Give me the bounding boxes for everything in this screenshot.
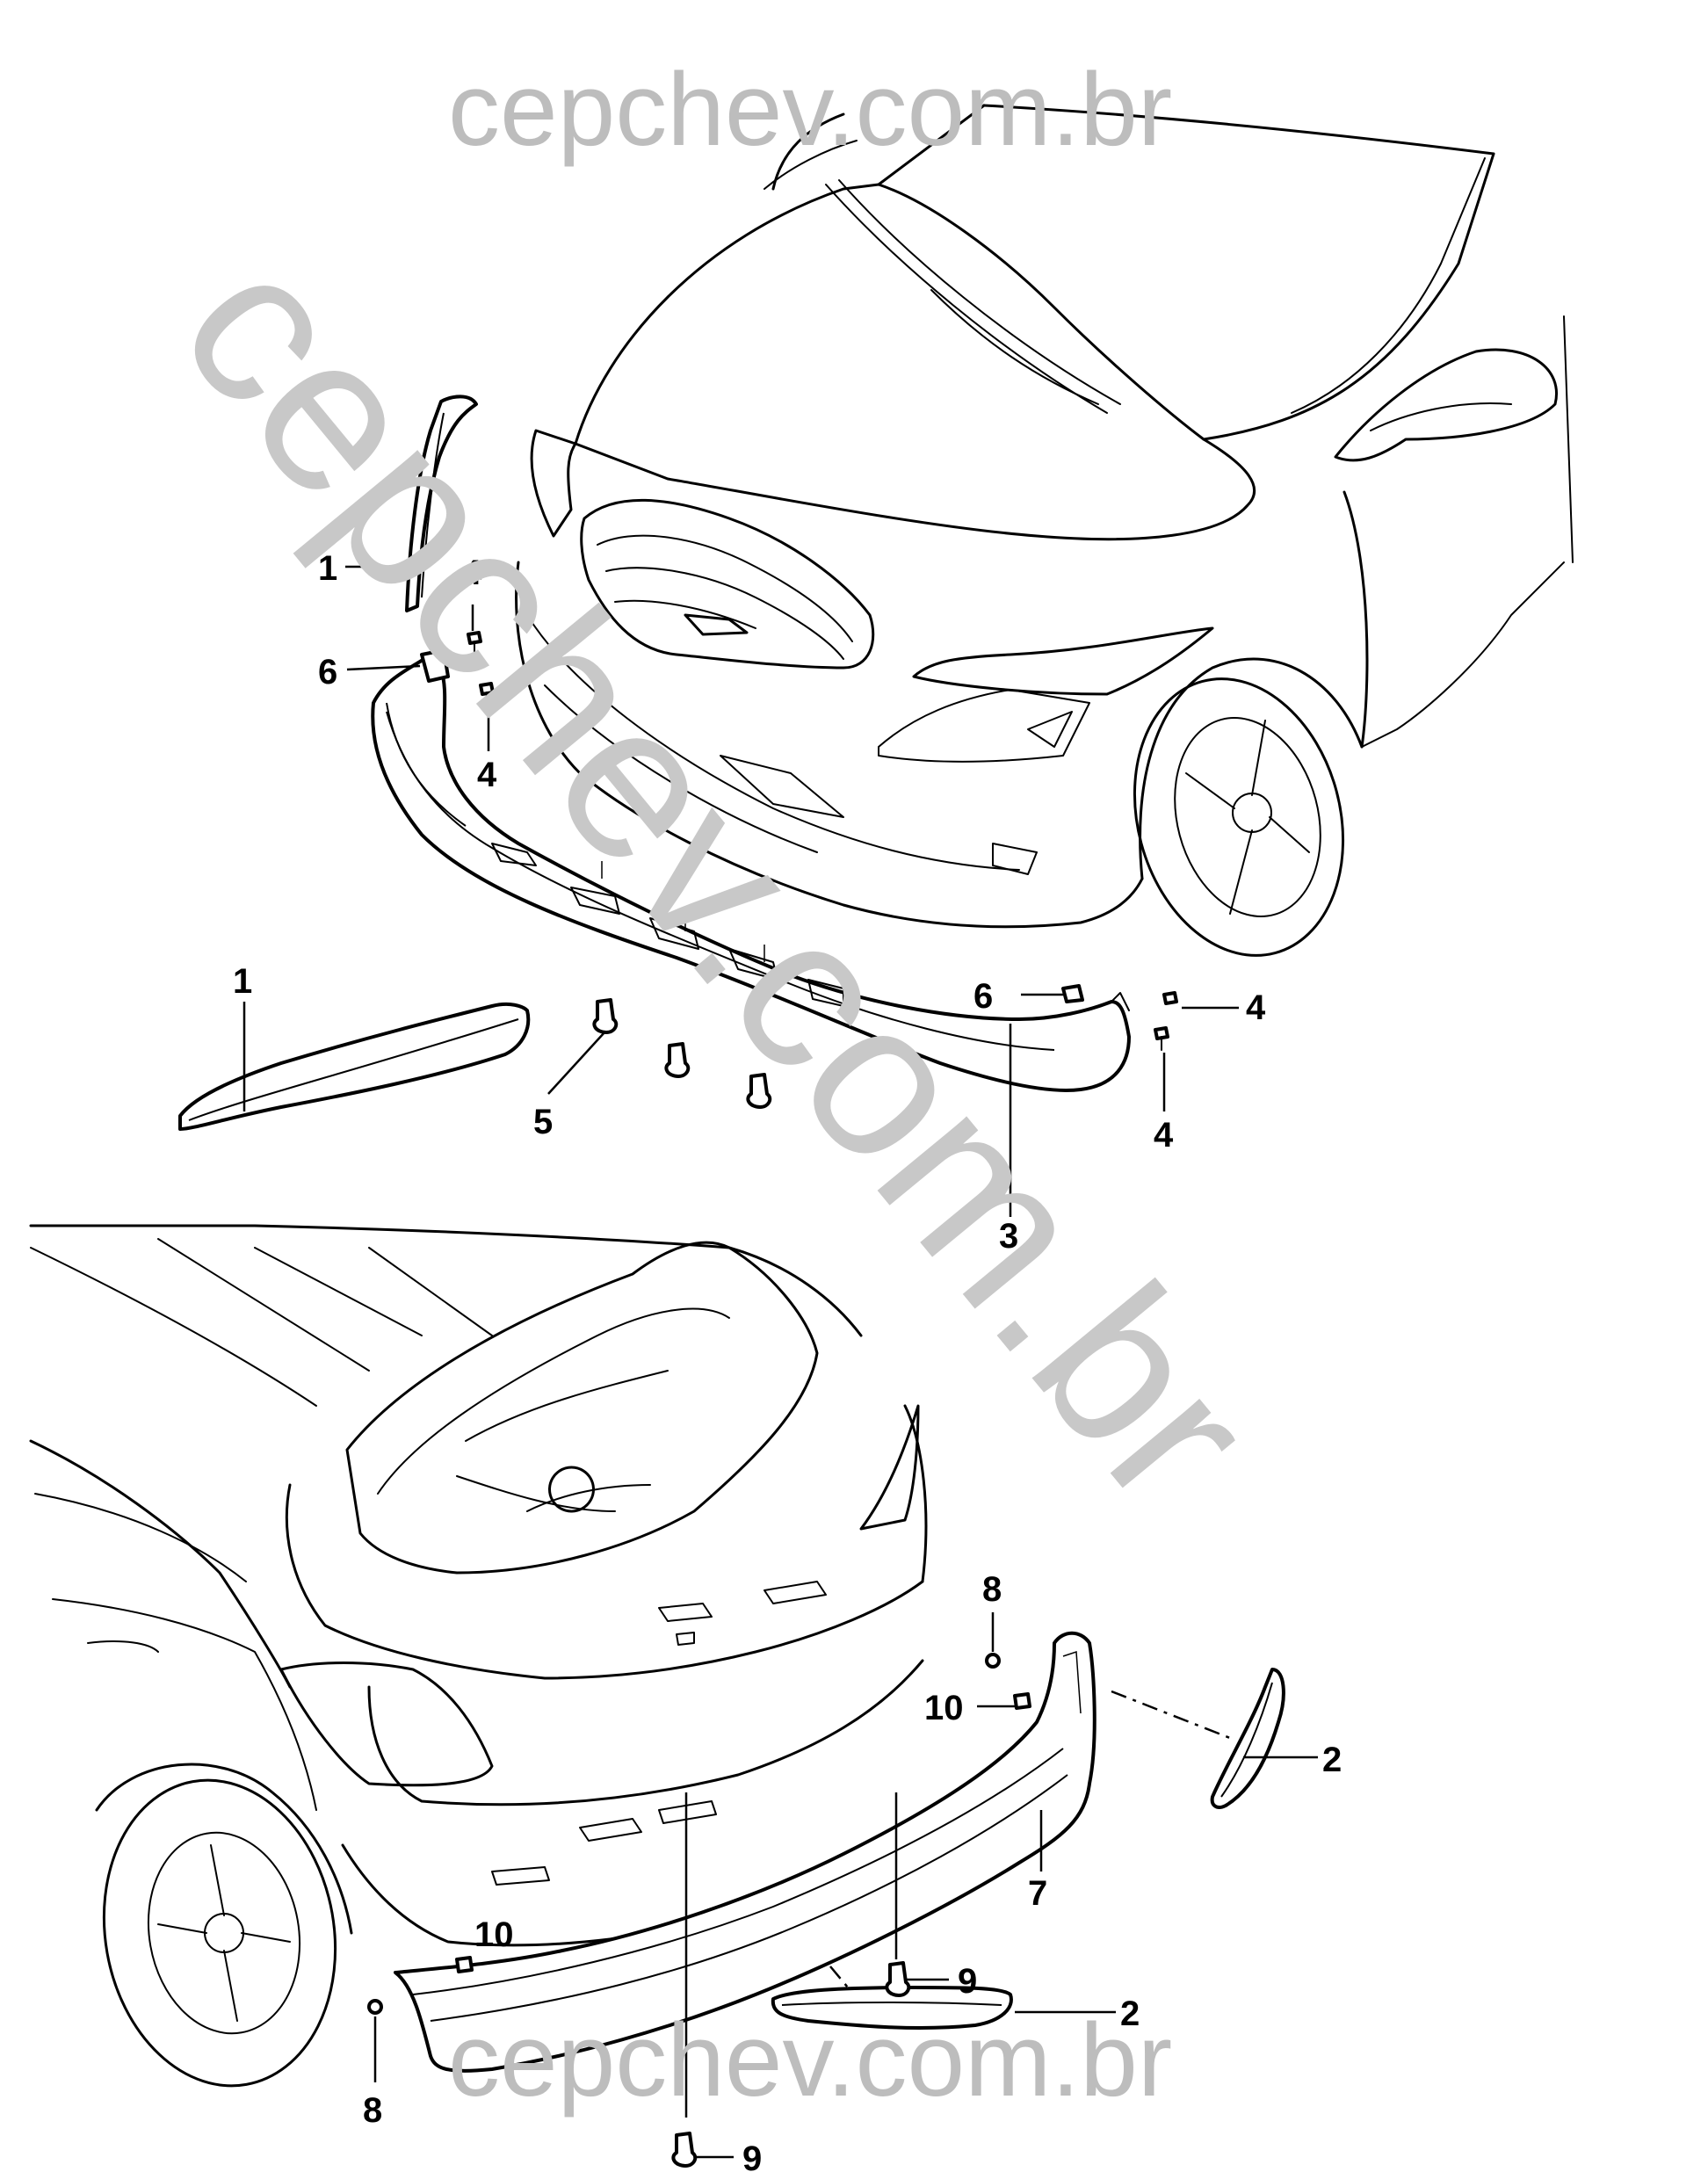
- part-10-clip-lower: [455, 1956, 474, 1973]
- callout-1-lower: 1: [233, 962, 252, 1001]
- part-9-pin-lower: [671, 2132, 698, 2168]
- watermark-diagonal: cepchev.com.br: [135, 207, 1300, 1547]
- callout-6-right: 6: [973, 977, 993, 1016]
- part-5-push-pins: [592, 998, 772, 1109]
- callout-1-upper: 1: [318, 549, 337, 588]
- callout-3: 3: [999, 1217, 1018, 1256]
- callout-8-upper: 8: [982, 1570, 1002, 1609]
- front-car-illustration: [515, 104, 1574, 957]
- part-3-front-spoiler: [371, 653, 1131, 1092]
- front-spoiler-assembly: [178, 395, 1178, 1131]
- leader-lines: [242, 565, 1318, 2159]
- callout-4-upper-a: 4: [462, 554, 482, 592]
- part-2-reflector-upper: [1210, 1668, 1285, 1809]
- watermark-bottom: cepchev.com.br: [448, 2002, 1172, 2118]
- part-10-clip-upper: [1013, 1692, 1031, 1710]
- callout-2-upper: 2: [1322, 1741, 1342, 1779]
- callout-9-upper: 9: [958, 1962, 977, 2001]
- callout-5: 5: [533, 1103, 553, 1141]
- callout-10-lower: 10: [474, 1915, 514, 1954]
- spoiler-ribs: [491, 843, 844, 1007]
- part-7-rear-spoiler: [394, 1631, 1096, 2073]
- part-1-upper-molding: [405, 395, 478, 612]
- callout-9-lower: 9: [742, 2139, 762, 2172]
- part-4-screws: [467, 631, 1178, 1051]
- part-8-nut-upper: [985, 1653, 1001, 1669]
- part-8-nut-lower: [367, 1999, 383, 2015]
- rear-spoiler-assembly: [367, 1631, 1285, 2168]
- part-9-pin-upper: [885, 1961, 911, 1997]
- callout-4-upper-b: 4: [477, 756, 497, 794]
- callout-10-upper: 10: [924, 1689, 964, 1727]
- part-1-lower-molding: [178, 1002, 531, 1131]
- part-6-clip-right: [1061, 984, 1084, 1003]
- callout-7: 7: [1028, 1874, 1047, 1913]
- callout-8-lower: 8: [363, 2091, 382, 2130]
- part-2-reflector-lower: [771, 1986, 1013, 2030]
- part-6-clip-left: [420, 648, 450, 683]
- watermark-top: cepchev.com.br: [448, 52, 1172, 168]
- callout-4-right-a: 4: [1246, 988, 1266, 1027]
- callout-4-right-b: 4: [1154, 1116, 1174, 1155]
- callout-2-lower: 2: [1120, 1995, 1140, 2033]
- callout-6-upper: 6: [318, 653, 337, 691]
- callout-labels: 1 4 6 4 1 5 3 6 4 4 8 10 2 7 9 10 2 8 9: [233, 549, 1342, 2172]
